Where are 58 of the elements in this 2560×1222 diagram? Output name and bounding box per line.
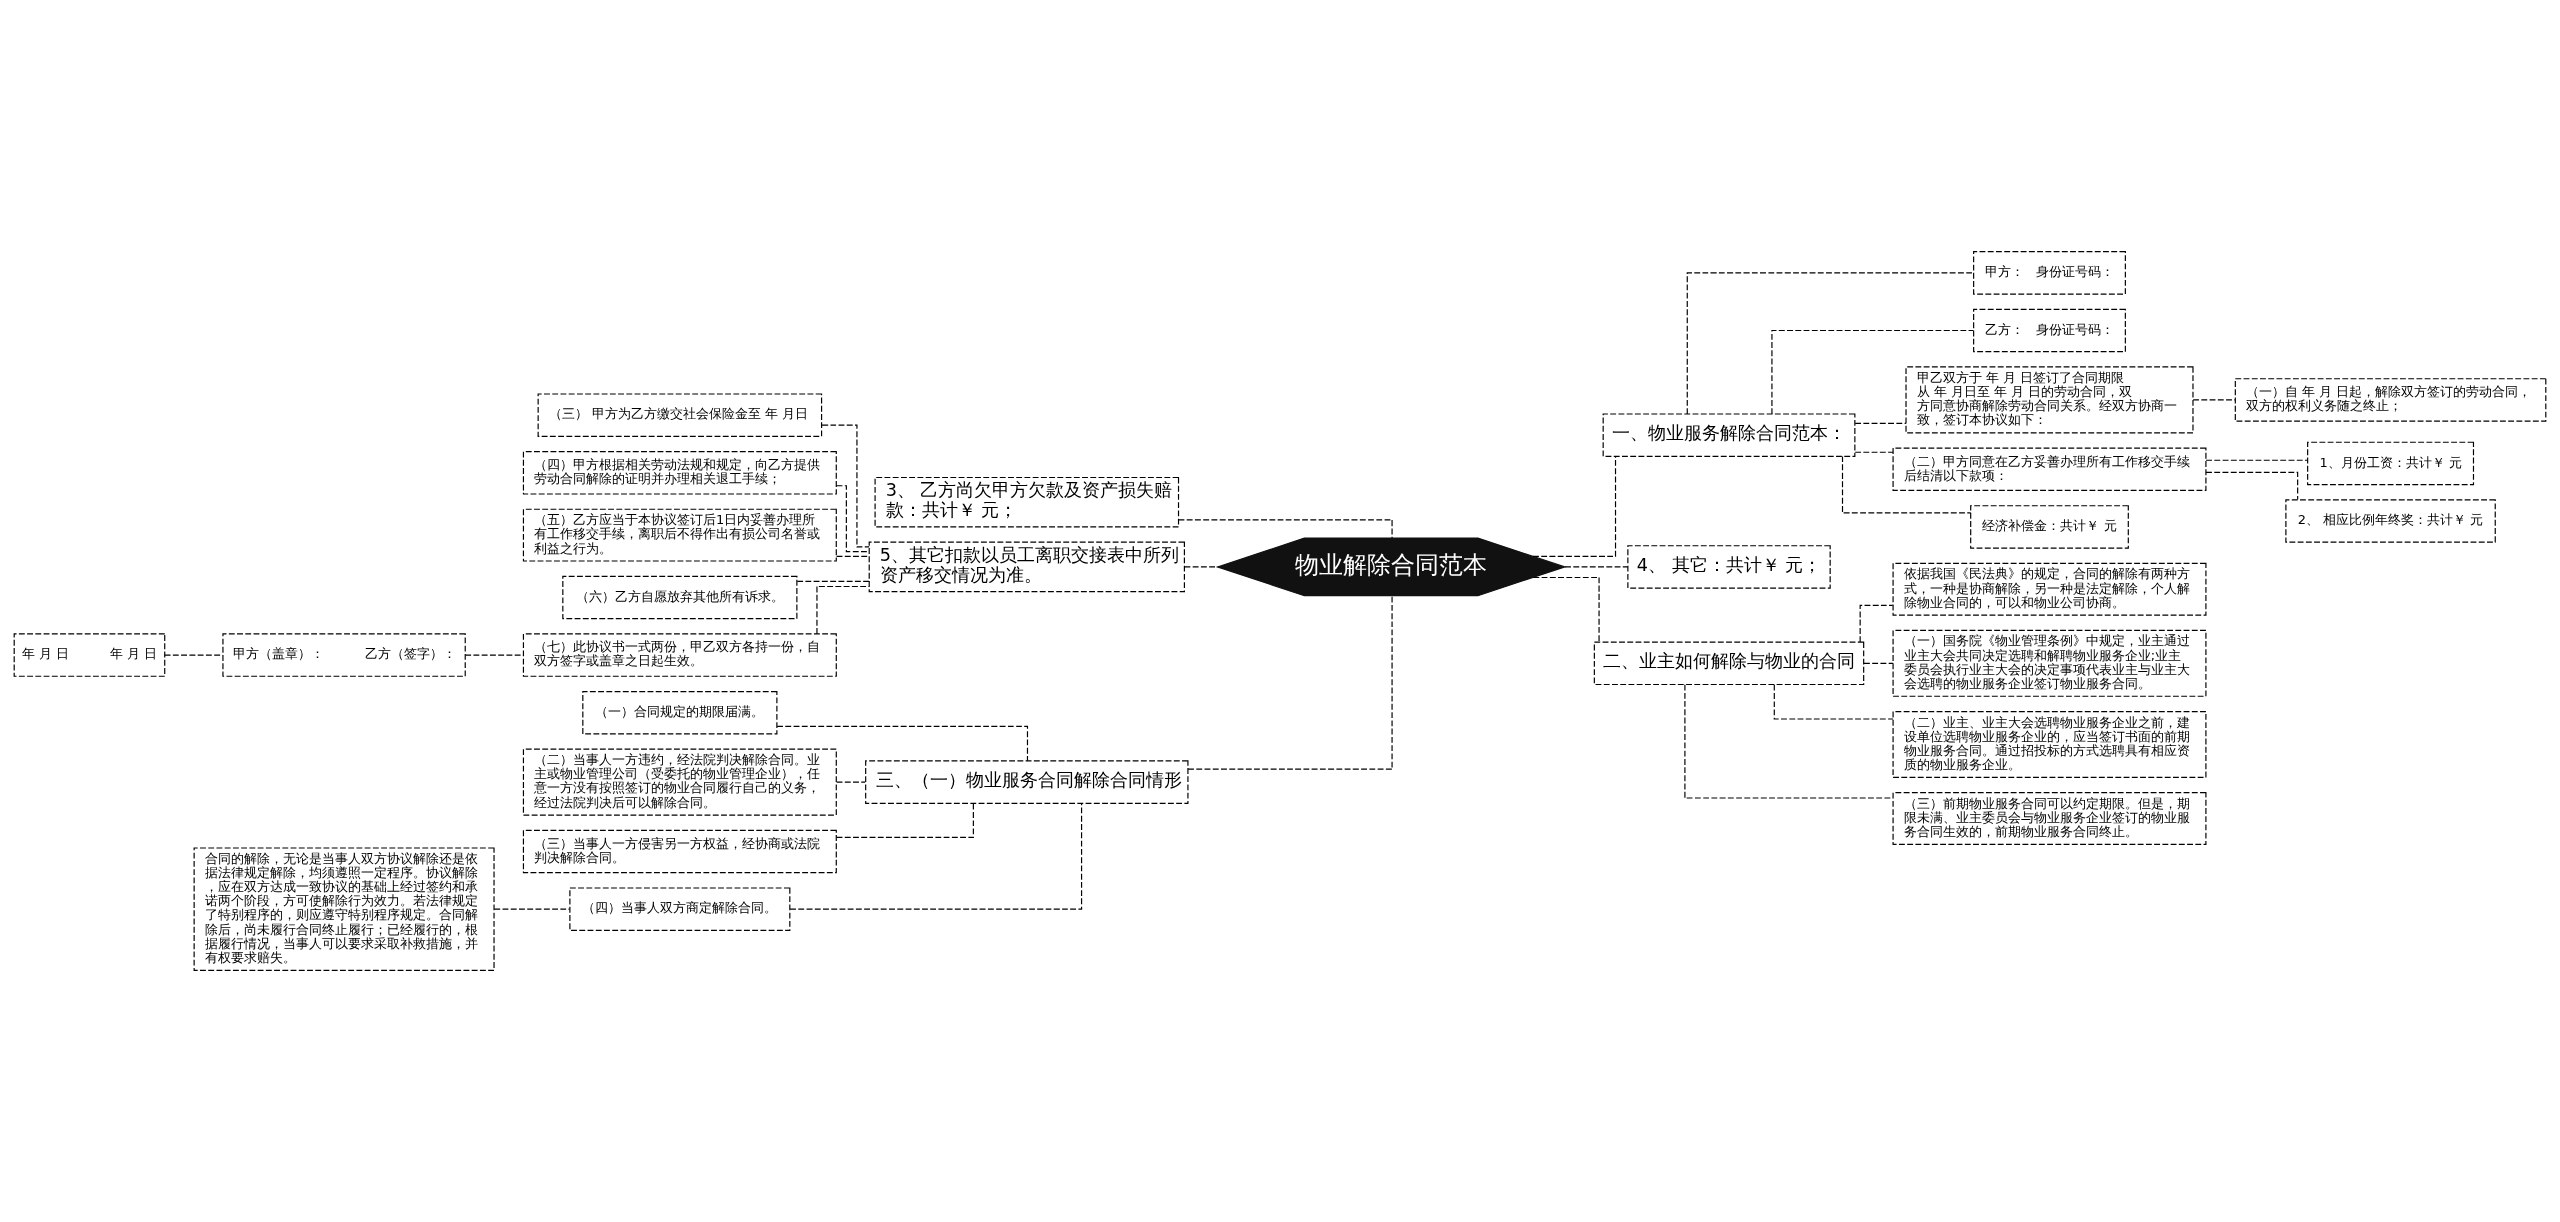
connector bbox=[1686, 272, 1975, 415]
node-box: （二）甲方同意在乙方妥善办理所有工作移交手续后结清以下款项： bbox=[1892, 447, 2207, 492]
connector bbox=[1187, 595, 1393, 770]
node-box: 经济补偿金：共计￥ 元 bbox=[1970, 505, 2129, 549]
connector bbox=[1773, 684, 1894, 720]
connector bbox=[464, 654, 524, 656]
connector bbox=[1532, 576, 1600, 643]
connector bbox=[1841, 455, 1972, 514]
connector bbox=[821, 424, 870, 548]
connector bbox=[1771, 329, 1974, 415]
node-box: （一）自 年 月 日起，解除双方签订的劳动合同，双方的权利义务随之终止； bbox=[2234, 378, 2547, 422]
node-box: 合同的解除，无论是当事人双方协议解除还是依据法律规定解除，均须遵照一定程序。协议解除，应在双方达成一致协议的基础上经过签约和承诺两个阶段，方可使解除行为效力。若法律规定了特别程序的，则应遵守特别程序规定。合同解除后，尚未履行合同终止履行；已经履行的，根据履行情况，当事人可以要求采取补救措施，并有权要求赔失。 bbox=[193, 847, 495, 971]
node-box: 1、月份工资：共计￥ 元 bbox=[2307, 441, 2475, 486]
node-box: （四）当事人双方商定解除合同。 bbox=[569, 887, 791, 931]
node-box: 3、 乙方尚欠甲方欠款及资产损失赔款：共计￥ 元； bbox=[874, 476, 1180, 528]
node-box: （六）乙方自愿放弃其他所有诉求。 bbox=[562, 575, 798, 620]
node-box: 2、 相应比例年终奖：共计￥ 元 bbox=[2285, 499, 2496, 543]
connector bbox=[2205, 471, 2299, 501]
connector bbox=[2205, 459, 2309, 461]
connector bbox=[796, 580, 870, 582]
connector bbox=[493, 908, 571, 910]
connector bbox=[836, 781, 866, 783]
connector bbox=[1863, 662, 1894, 664]
node-box: （三）前期物业服务合同可以约定期限。但是，期限未满、业主委员会与物业服务企业签订的物业服务合同生效的，前期物业服务合同终止。 bbox=[1892, 792, 2207, 846]
connector bbox=[835, 802, 974, 838]
node-box: （二）当事人一方违约，经法院判决解除合同。业主或物业管理公司（受委托的物业管理企业），任意一方没有按照签订的物业合同履行自己的义务，经过法院判决后可以解除合同。 bbox=[522, 748, 837, 816]
node-box: 甲方： 身份证号码： bbox=[1973, 251, 2126, 295]
node-box: （一）合同规定的期限届满。 bbox=[582, 690, 778, 735]
node-box: （三）当事人一方侵害另一方权益，经协商或法院判决解除合同。 bbox=[522, 829, 837, 874]
connector bbox=[1854, 422, 1907, 424]
node-box: （五）乙方应当于本协议签订后1日内妥善办理所有工作移交手续，离职后不得作出有损公司名誉或利益之行为。 bbox=[522, 508, 837, 562]
node-box: 二、业主如何解除与物业的合同 bbox=[1593, 641, 1865, 686]
node-box: 甲乙双方于 年 月 日签订了合同期限从 年 月日至 年 月 日的劳动合同，双方同意协商解除劳动合同关系。经双方协商一致，签订本协议如下： bbox=[1905, 366, 2194, 434]
node-box: 甲方（盖章）： 乙方（签字）： bbox=[222, 633, 466, 677]
connector bbox=[1564, 566, 1629, 568]
node-box: （二）业主、业主大会选聘物业服务企业之前，建设单位选聘物业服务企业的，应当签订书面的前期物业服务合同。通过招投标的方式选聘具有相应资质的物业服务企业。 bbox=[1892, 710, 2207, 778]
node-box: 三、（一）物业服务合同解除合同情形 bbox=[865, 760, 1189, 804]
connector bbox=[789, 803, 1083, 910]
node-box: 年 月 日 年 月 日 bbox=[13, 633, 166, 677]
node-box: 乙方： 身份证号码： bbox=[1973, 308, 2126, 353]
connector bbox=[776, 725, 1029, 762]
node-box: 4、 其它：共计￥ 元； bbox=[1627, 545, 1831, 589]
connector bbox=[1859, 604, 1894, 643]
node-box: （七）此协议书一式两份，甲乙双方各持一份，自双方签字或盖章之日起生效。 bbox=[522, 633, 837, 677]
node-box: 依据我国《民法典》的规定，合同的解除有两种方式，一种是协商解除，另一种是法定解除，个人解除物业合同的，可以和物业公司协商。 bbox=[1892, 562, 2207, 616]
connector bbox=[1684, 684, 1894, 799]
connector bbox=[2192, 399, 2236, 401]
connector bbox=[836, 555, 870, 557]
connector bbox=[1532, 456, 1617, 557]
connector bbox=[1854, 451, 1894, 453]
node-box: 一、物业服务解除合同范本： bbox=[1602, 413, 1856, 457]
connector bbox=[1183, 566, 1219, 568]
node-box: （三） 甲方为乙方缴交社会保险金至 年 月日 bbox=[537, 393, 823, 437]
node-box: （四）甲方根据相关劳动法规和规定，向乙方提供劳动合同解除的证明并办理相关退工手续； bbox=[522, 451, 837, 495]
node-box: 5、其它扣款以员工离职交接表中所列资产移交情况为准。 bbox=[868, 541, 1185, 593]
node-box: （一）国务院《物业管理条例》中规定，业主通过业主大会共同决定选聘和解聘物业服务企业;业主委员会执行业主大会的决定事项代表业主与业主大会选聘的物业服务企业签订物业服务合同。 bbox=[1892, 629, 2207, 697]
connector bbox=[164, 654, 224, 656]
connector bbox=[816, 585, 870, 635]
